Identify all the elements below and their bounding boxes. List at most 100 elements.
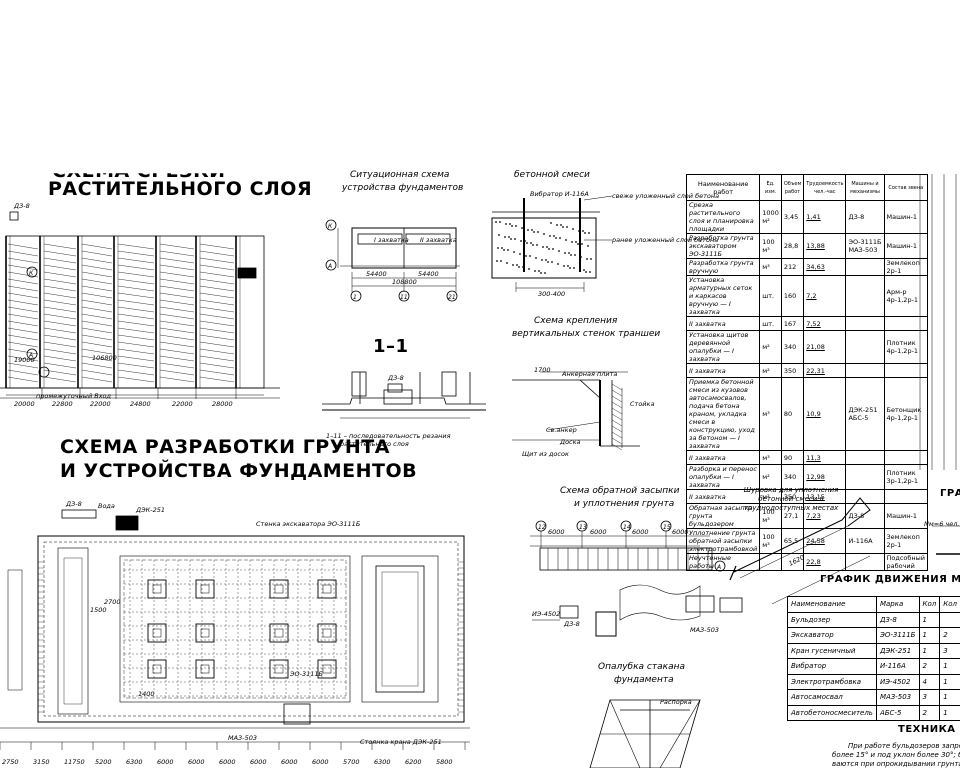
situation-axis-21: 21 xyxy=(448,294,456,301)
gra-dim: Nм=6 чел. xyxy=(924,520,959,528)
concrete-aggregate xyxy=(579,269,581,271)
backfill-dim3: 6000 xyxy=(632,528,649,536)
drawing-line xyxy=(199,271,235,278)
concrete-aggregate xyxy=(501,247,503,249)
concrete-aggregate xyxy=(574,254,576,256)
strip-axis-e: А xyxy=(28,352,33,359)
drawing-rect xyxy=(147,623,167,643)
excavation-plan xyxy=(0,509,470,750)
work-cell-mach xyxy=(845,489,885,504)
drawing-line xyxy=(117,376,155,383)
drawing-line xyxy=(117,257,155,264)
drawing-line xyxy=(199,327,235,334)
work-cell-vol: 340 xyxy=(780,330,805,364)
section-caption2: растительного слоя xyxy=(339,440,409,448)
machine-cell-mark: ИЭ-4502 xyxy=(875,673,920,690)
concrete-aggregate xyxy=(569,267,571,269)
work-cell-crew xyxy=(883,316,929,331)
work-cell-vol: 340 xyxy=(780,464,805,490)
exc-bottom-dim: 11750 xyxy=(64,758,85,766)
machine-cell-name: Электротрамбовка xyxy=(787,673,877,690)
machine-header-name: Наименование xyxy=(787,596,877,613)
strip-dim-left: 19000 xyxy=(14,356,35,364)
work-table: Наименование работ Ед. изм. Объем работ … xyxy=(685,174,929,571)
work-cell-unit xyxy=(759,553,782,571)
drawing-line xyxy=(81,285,113,292)
drawing-line xyxy=(611,401,623,409)
backfill-dim2: 6000 xyxy=(590,528,607,536)
backfill-axis-14: 14 xyxy=(623,524,631,531)
backfill-title-line2: и уплотнения грунта xyxy=(574,499,675,509)
stripping-machine-label: ДЗ-8 xyxy=(13,202,30,210)
strip-axis-k: К xyxy=(29,270,34,277)
drawing-line xyxy=(81,299,113,306)
formwork-title-line1: Опалубка стакана xyxy=(598,662,685,672)
backfill-tamper: ИЭ-4502 xyxy=(532,610,560,618)
situation-axis-1: 1 xyxy=(353,294,357,301)
concrete-aggregate xyxy=(525,255,527,257)
drawing-line xyxy=(159,250,195,257)
work-cell-name: Уплотнение грунта обратной засыпки элект… xyxy=(685,528,761,554)
drawing-line xyxy=(7,320,39,327)
drawing-rect xyxy=(322,584,332,594)
machine-header-qty2: Кол xyxy=(939,596,960,613)
concrete-aggregate xyxy=(527,229,529,231)
machine-schedule-title: ГРАФИК ДВИЖЕНИЯ МАШИ xyxy=(820,574,960,585)
drawing-rect xyxy=(152,584,162,594)
exc-bottom-dim: 5200 xyxy=(95,758,112,766)
drawing-line xyxy=(117,250,155,257)
drawing-rect xyxy=(322,628,332,638)
work-cell-vol: 167 xyxy=(780,316,805,331)
work-cell-mach xyxy=(845,363,885,378)
machine-cell-name: Вибратор xyxy=(787,658,877,675)
concrete-aggregate xyxy=(583,269,585,271)
drawing-line xyxy=(81,257,113,264)
work-cell-crew: Землекоп 2р-1 xyxy=(883,258,929,276)
drawing-line xyxy=(43,292,77,299)
drawing-line xyxy=(117,306,155,313)
work-cell-name: Установка щитов деревянной опалубки — I … xyxy=(685,330,761,364)
work-row: Уплотнение грунта обратной засыпки элект… xyxy=(685,528,929,554)
drawing-line xyxy=(159,320,195,327)
exc-bottom-dim: 6000 xyxy=(250,758,267,766)
strip-bottom-dim: 22800 xyxy=(52,400,73,408)
work-cell-unit: 100 м³ xyxy=(759,233,782,259)
work-cell-labor: 13,15 xyxy=(803,489,847,504)
section-1-1 xyxy=(322,371,486,419)
drawing-line xyxy=(117,278,155,285)
concrete-aggregate xyxy=(507,249,509,251)
work-cell-unit: м² xyxy=(759,363,782,378)
work-row: Разборка и перенос опалубки — I захватка… xyxy=(685,464,929,490)
machine-cell-q: 4 xyxy=(918,673,941,690)
trench-bracing xyxy=(512,371,640,451)
drawing-line xyxy=(117,243,155,250)
safety-text3: ваются при опрокидывании грунта xyxy=(832,760,960,768)
drawing-line xyxy=(159,376,195,383)
drawing-line xyxy=(81,264,113,271)
machine-cell-name: Кран гусеничный xyxy=(787,642,877,659)
concrete-aggregate xyxy=(524,240,526,242)
drawing-line xyxy=(199,264,235,271)
work-cell-vol: 350 xyxy=(780,489,805,504)
concrete-aggregate xyxy=(542,246,544,248)
drawing-line xyxy=(117,362,155,369)
section-caption1: 1–11 – последовательность резания xyxy=(326,432,451,440)
drawing-line xyxy=(7,292,39,299)
work-cell-vol: 28,8 xyxy=(780,233,805,259)
situation-plan xyxy=(325,219,460,302)
work-cell-vol: 3,45 xyxy=(780,200,805,234)
trench-anchor: Анкерная плита xyxy=(561,370,617,378)
work-cell-crew: Бетонщик 4р-1,2р-1 xyxy=(883,377,929,451)
concrete-aggregate xyxy=(506,262,508,264)
drawing-line xyxy=(43,271,77,278)
drawing-line xyxy=(81,355,113,362)
concrete-aggregate xyxy=(590,258,592,260)
concrete-aggregate xyxy=(552,248,554,250)
concrete-aggregate xyxy=(513,251,515,253)
concrete-aggregate xyxy=(531,229,533,231)
drawing-line xyxy=(43,306,77,313)
drawing-line xyxy=(7,285,39,292)
machine-cell-mark: АБС-5 xyxy=(875,704,920,721)
